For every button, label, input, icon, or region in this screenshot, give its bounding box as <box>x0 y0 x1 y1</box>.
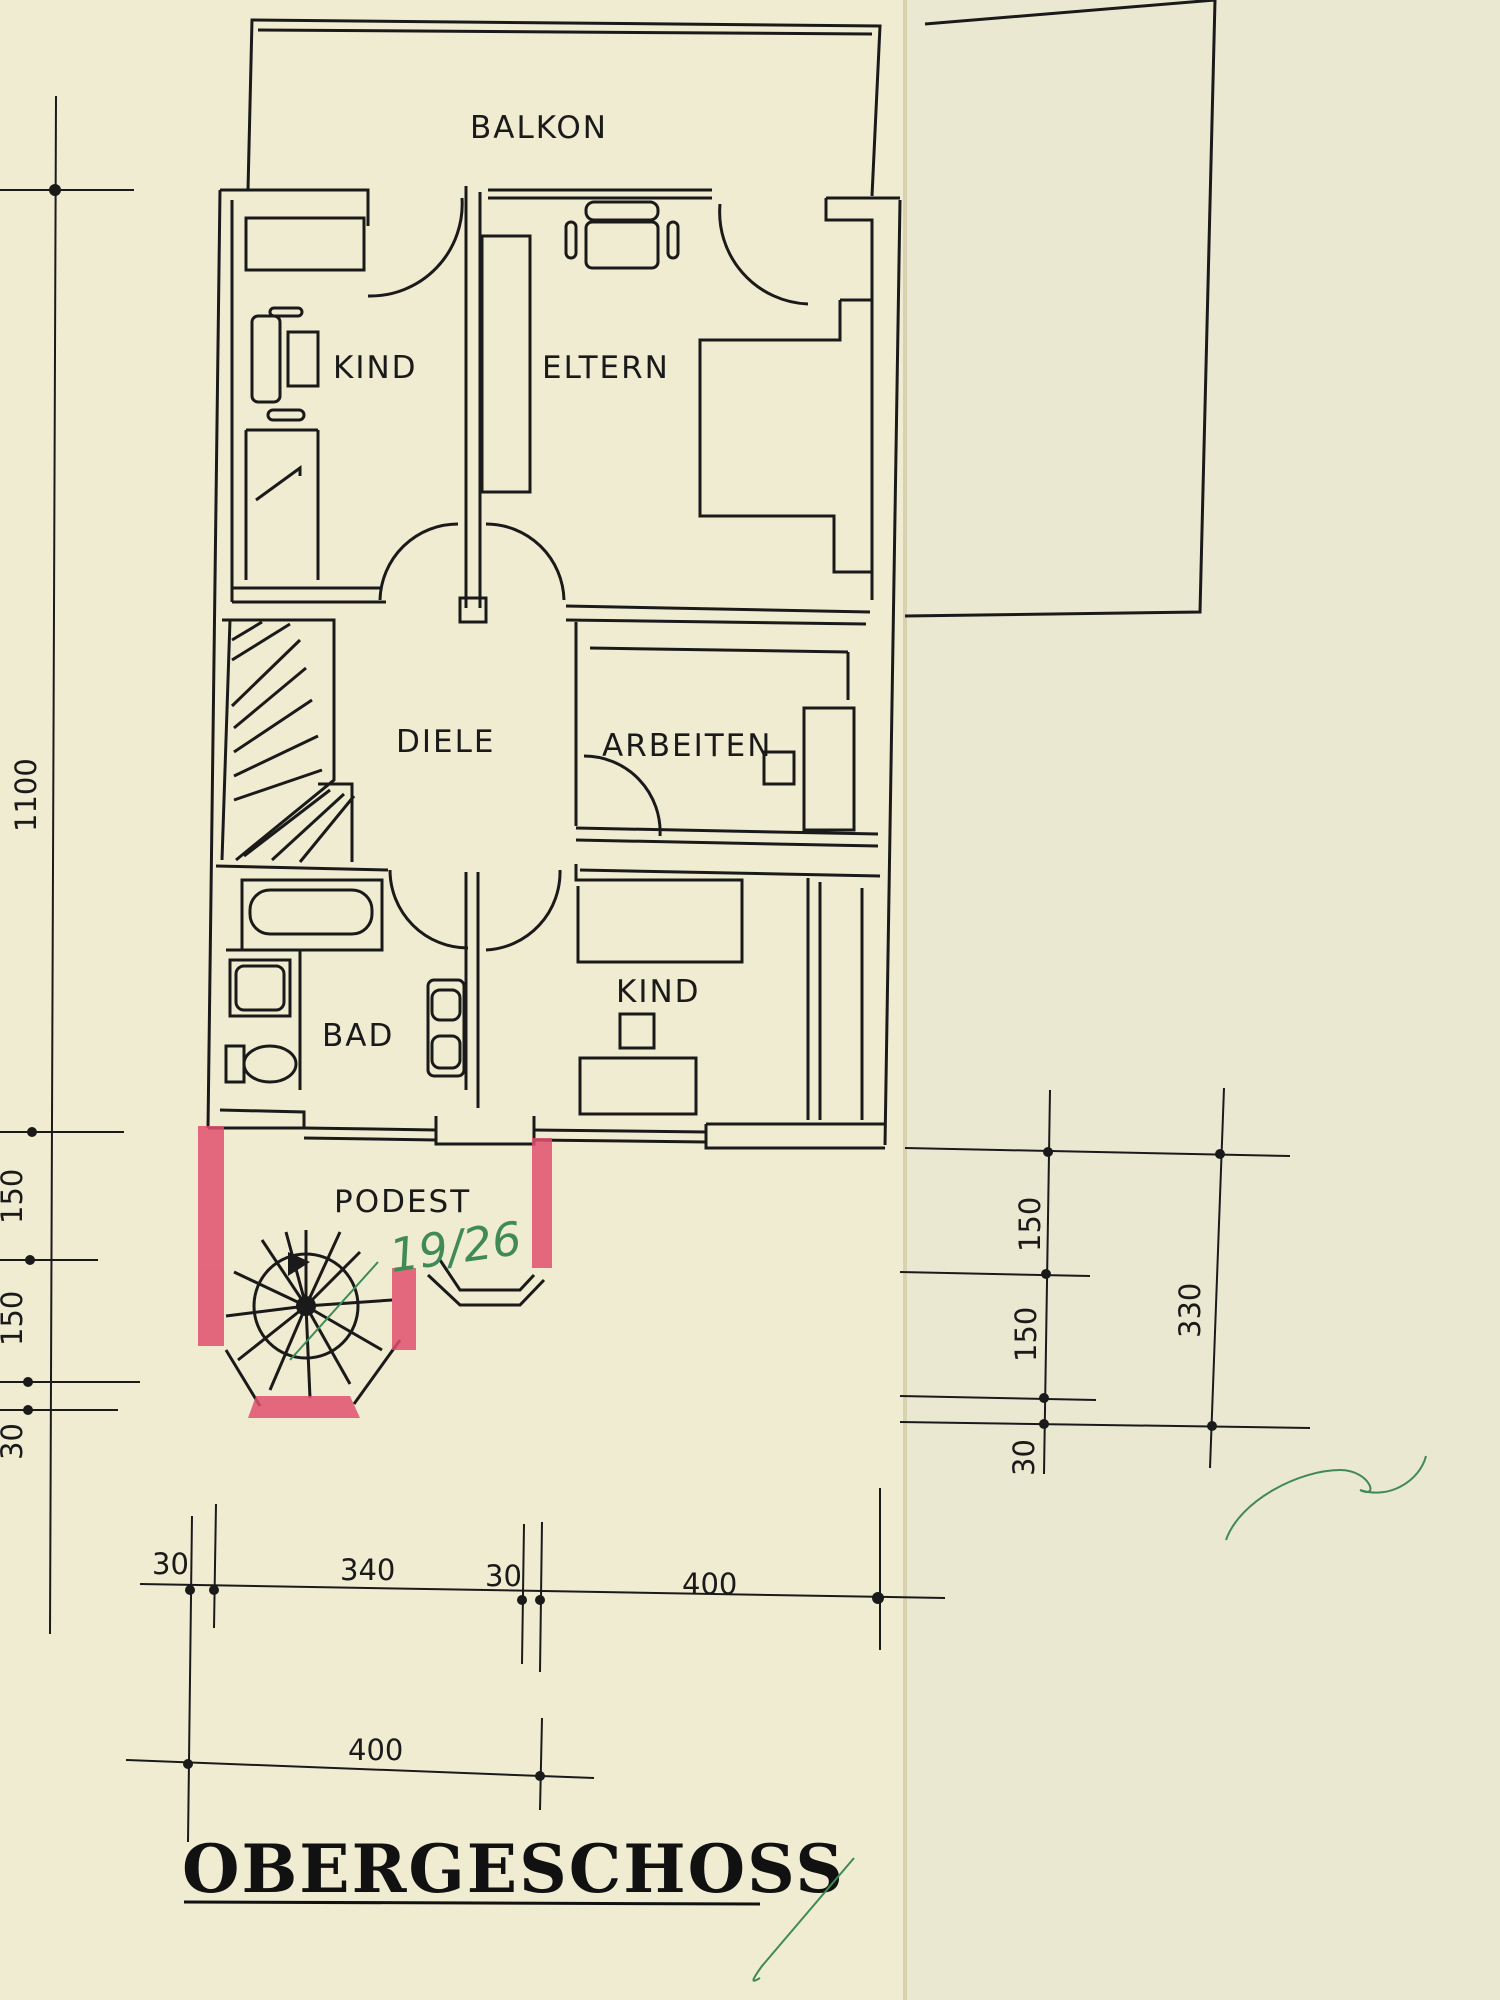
pen-stroke <box>289 1261 379 1361</box>
dim-bottom-340: 340 <box>340 1553 395 1587</box>
dim-left-1100: 1100 <box>9 758 43 832</box>
room-label-bad: BAD <box>322 1018 394 1054</box>
highlighted-walls <box>198 1126 552 1418</box>
pen-check-mark <box>752 1857 855 1982</box>
paper-left <box>0 0 905 2000</box>
wall-lines <box>206 18 902 1407</box>
dim-right-30: 30 <box>1007 1439 1041 1476</box>
dim-bottom-30a: 30 <box>152 1547 189 1581</box>
neighbour-outline <box>904 0 1217 618</box>
title-underline <box>183 1900 761 1906</box>
paper-right <box>905 0 1500 2000</box>
room-label-arbeiten: ARBEITEN <box>602 728 772 764</box>
room-label-kind-bottom: KIND <box>616 974 701 1010</box>
dim-bottom-30b: 30 <box>485 1559 522 1593</box>
dim-left-30: 30 <box>0 1423 29 1460</box>
dim-left-150a: 150 <box>0 1169 29 1224</box>
room-label-balkon: BALKON <box>470 110 608 146</box>
dim-left-150b: 150 <box>0 1291 29 1346</box>
room-label-eltern: ELTERN <box>542 350 670 386</box>
room-label-kind-top: KIND <box>333 350 418 386</box>
room-label-podest: PODEST <box>334 1184 471 1220</box>
door-swings <box>367 197 809 952</box>
stair-arrow-icon <box>288 1252 310 1276</box>
plan-title: OBERGESCHOSS <box>182 1830 845 1908</box>
room-label-diele: DIELE <box>396 724 495 760</box>
dim-right-150b: 150 <box>1009 1307 1043 1362</box>
dim-right-150a: 150 <box>1013 1197 1047 1252</box>
stair-center-icon <box>296 1296 316 1316</box>
dim-bottom-400-total: 400 <box>348 1733 403 1767</box>
pen-scribble-right <box>1225 1455 1427 1541</box>
dim-right-330: 330 <box>1173 1283 1207 1338</box>
dimension-dots <box>23 184 1225 1781</box>
dim-bottom-400a: 400 <box>682 1567 737 1601</box>
